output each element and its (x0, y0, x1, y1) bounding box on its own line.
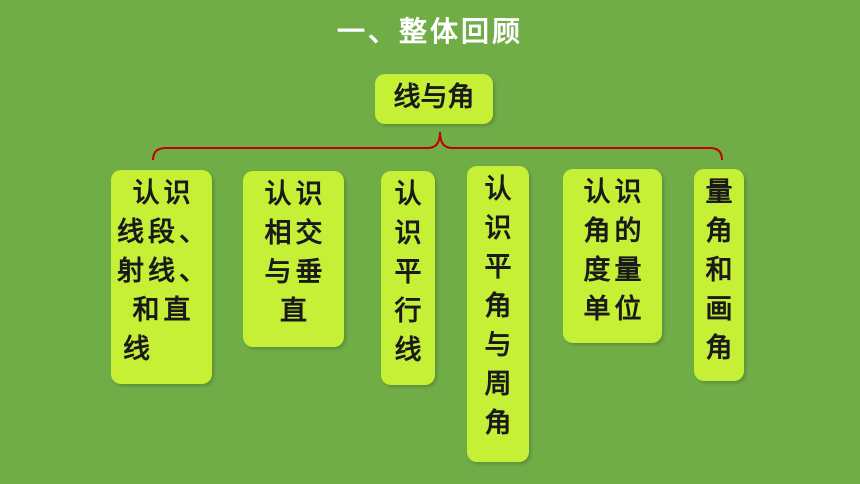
branch-line: 相交 (264, 218, 327, 249)
branch-line: 量 (705, 177, 737, 208)
branch-line: 线段、 (117, 217, 210, 248)
branch-box-straight-full-angle: 认 识 平 角 与 周 角 (467, 166, 529, 462)
branch-box-angle-units: 认识 角的 度量 单位 (563, 169, 662, 343)
branch-line: 和 (705, 255, 737, 286)
branch-line: 平 (484, 252, 516, 283)
branch-line: 认识 (132, 178, 195, 209)
branch-line: 画 (705, 294, 737, 325)
branch-line: 与垂 (264, 257, 327, 288)
branch-line: 射线、 (117, 256, 210, 287)
branch-line: 线 (394, 335, 426, 366)
branch-line: 和直 (132, 295, 195, 326)
branch-line: 平 (394, 257, 426, 288)
branch-line: 角 (484, 408, 516, 439)
branch-box-line-segment-ray-line: 认识 线段、 射线、 和直 线 (111, 170, 212, 384)
branch-line: 角 (705, 216, 737, 247)
branch-box-measure-draw-angle: 量 角 和 画 角 (694, 169, 744, 381)
branch-line: 认 (394, 179, 426, 210)
branch-line: 与 (484, 330, 516, 361)
branch-line: 识 (484, 213, 516, 244)
branch-box-parallel-lines: 认 识 平 行 线 (381, 171, 435, 385)
branch-line: 直 (280, 296, 311, 327)
branch-box-intersect-perpendicular: 认识 相交 与垂 直 (243, 171, 344, 347)
branch-line: 认 (484, 174, 516, 205)
branch-line: 角 (484, 291, 516, 322)
branch-line: 单位 (583, 294, 646, 325)
branch-line: 角的 (583, 216, 646, 247)
branch-line: 角 (705, 333, 737, 364)
branch-line: 认识 (583, 177, 646, 208)
slide-title: 一、整体回顾 (336, 15, 523, 48)
root-node-box: 线与角 (375, 74, 493, 124)
branch-line: 线 (123, 334, 154, 365)
branch-line: 周 (484, 369, 516, 400)
branch-line: 行 (394, 296, 426, 327)
branch-line: 度量 (583, 255, 646, 286)
brace-path (152, 131, 723, 161)
branch-line: 识 (394, 218, 426, 249)
branch-line: 认识 (264, 179, 327, 210)
root-node-label: 线与角 (393, 82, 475, 113)
